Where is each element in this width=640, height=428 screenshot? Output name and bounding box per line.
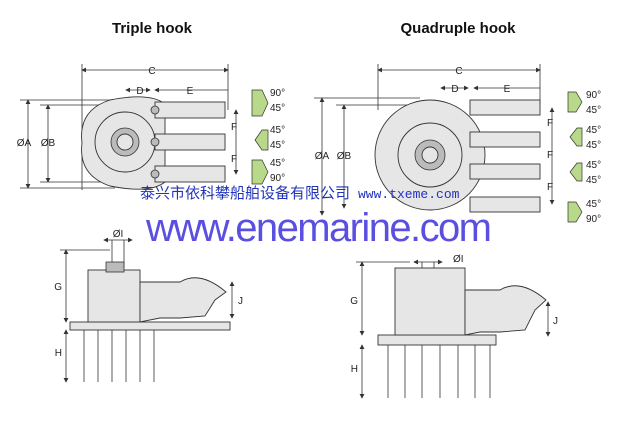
watermark-site-small: www.txeme.com	[358, 187, 460, 202]
dim-c: C	[455, 66, 462, 77]
watermark-site-large: www.enemarine.com	[145, 206, 492, 250]
angle-45: 45°	[586, 105, 601, 116]
angle-45: 45°	[270, 140, 285, 151]
dim-f: F	[231, 154, 237, 165]
angle-45: 45°	[586, 199, 601, 210]
dim-f: F	[231, 122, 237, 133]
dim-f: F	[547, 182, 553, 193]
angle-90: 90°	[270, 173, 285, 184]
dim-f: F	[547, 150, 553, 161]
triple-hook-top-view: C D E ØA ØB F F 90° 45° 45° 45° 45° 90°	[17, 64, 285, 190]
dim-c: C	[148, 66, 155, 77]
angle-45: 45°	[270, 125, 285, 136]
dim-i: ØI	[113, 229, 124, 240]
dim-a: ØA	[17, 138, 32, 149]
triple-hook-side-view: ØI G H J	[54, 229, 243, 383]
dim-a: ØA	[315, 151, 330, 162]
angle-45: 45°	[586, 160, 601, 171]
quadruple-hook-side-view: ØI G H J	[350, 254, 558, 399]
dim-d: D	[136, 86, 143, 97]
angle-45: 45°	[586, 140, 601, 151]
dim-g: G	[54, 282, 62, 293]
quadruple-hook-title: Quadruple hook	[400, 20, 516, 37]
dim-j: J	[238, 296, 243, 307]
dim-j: J	[553, 316, 558, 327]
angle-90: 90°	[586, 90, 601, 101]
angle-45: 45°	[270, 103, 285, 114]
dim-h: H	[55, 348, 62, 359]
triple-hook-title: Triple hook	[112, 20, 193, 37]
angle-90: 90°	[586, 214, 601, 225]
watermark-company: 泰兴市依科攀船舶设备有限公司	[140, 185, 350, 202]
dim-h: H	[351, 364, 358, 375]
quadruple-hook-top-view: C D E ØA ØB F F F 90° 45° 45° 45° 45° 45…	[314, 64, 601, 225]
dim-b: ØB	[41, 138, 56, 149]
angle-45: 45°	[586, 125, 601, 136]
dim-e: E	[187, 86, 194, 97]
dim-e: E	[504, 84, 511, 95]
angle-45: 45°	[586, 175, 601, 186]
dim-g: G	[350, 296, 358, 307]
angle-45: 45°	[270, 158, 285, 169]
dim-b: ØB	[337, 151, 352, 162]
angle-90: 90°	[270, 88, 285, 99]
dim-i: ØI	[453, 254, 464, 265]
dim-f: F	[547, 118, 553, 129]
dim-d: D	[451, 84, 458, 95]
